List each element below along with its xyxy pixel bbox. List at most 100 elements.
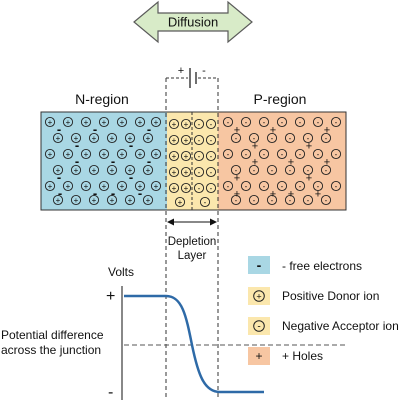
donor-ion: + [124, 164, 136, 176]
depletion-width-arrow [167, 218, 217, 226]
acceptor-ion-circle [294, 180, 306, 192]
donor-ion: + [134, 180, 146, 192]
acceptor-ion-symbol: - [335, 118, 338, 127]
free-electron: - [57, 170, 61, 185]
donor-ion-circle [124, 132, 136, 144]
depletion-p-side [192, 112, 218, 210]
p-region-label: P-region [254, 91, 307, 107]
acceptor-ion: - [248, 164, 260, 176]
legend-symbol-electron: - [257, 257, 262, 273]
depletion-donor-ion-circle [168, 150, 180, 162]
graph-volts-label: Volts [108, 265, 134, 279]
donor-ion-circle [116, 180, 128, 192]
acceptor-ion: - [284, 164, 296, 176]
free-electron: - [75, 138, 79, 153]
donor-ion-symbol: + [56, 196, 61, 205]
donor-ion: + [98, 180, 110, 192]
donor-ion: + [134, 116, 146, 128]
donor-ion-circle [44, 116, 56, 128]
depletion-arrowhead-right [210, 218, 217, 226]
depletion-acceptor-ion-circle [205, 150, 217, 162]
potential-label-line2: across the junction [1, 343, 101, 357]
donor-ion-circle [70, 164, 82, 176]
donor-ion-symbol: + [74, 166, 79, 175]
donor-ion-circle [70, 194, 82, 206]
donor-ion-circle [80, 180, 92, 192]
donor-ion-symbol: + [102, 150, 107, 159]
donor-ion-symbol: + [128, 166, 133, 175]
acceptor-ion-symbol: - [263, 118, 266, 127]
acceptor-ion-circle [248, 132, 260, 144]
acceptor-ion: - [330, 116, 342, 128]
donor-ion: + [134, 148, 146, 160]
donor-ion-symbol: + [66, 118, 71, 127]
depletion-donor-ion-circle [180, 182, 192, 194]
donor-ion-circle [106, 194, 118, 206]
depletion-acceptor-ion-circle [199, 196, 211, 208]
depletion-label-line2: Layer [178, 250, 207, 262]
acceptor-ion-symbol: - [317, 118, 320, 127]
free-electron: - [57, 122, 61, 137]
acceptor-ion: - [248, 194, 260, 206]
donor-ion-symbol: + [92, 196, 97, 205]
donor-ion-circle [134, 148, 146, 160]
donor-ion-symbol: + [92, 134, 97, 143]
diffusion-arrow-shape [133, 0, 253, 44]
acceptor-ion: - [294, 116, 306, 128]
legend-donor-ion: + Positive Donor ion [248, 287, 379, 305]
donor-ion-circle [80, 148, 92, 160]
donor-ion-circle [150, 148, 162, 160]
free-electron: - [111, 154, 115, 169]
donor-ion-circle [88, 132, 100, 144]
acceptor-ion: - [320, 194, 332, 206]
hole: + [315, 189, 321, 201]
hole: + [324, 125, 330, 137]
n-region [41, 112, 167, 210]
acceptor-ion-circle [222, 148, 234, 160]
donor-ion-symbol: + [66, 182, 71, 191]
donor-ion: + [62, 148, 74, 160]
donor-ion: + [70, 164, 82, 176]
depletion-acceptor-ion: - [205, 118, 217, 130]
donor-ion: + [116, 180, 128, 192]
acceptor-ion-symbol: - [271, 196, 274, 205]
legend-symbol-hole: + [255, 349, 262, 363]
acceptor-ion-symbol: - [227, 150, 230, 159]
acceptor-ion-circle [248, 164, 260, 176]
acceptor-ion-symbol: - [299, 182, 302, 191]
donor-ion-circle [134, 180, 146, 192]
acceptor-ion-circle [230, 132, 242, 144]
donor-ion-circle [142, 132, 154, 144]
depletion-acceptor-ion-symbol: - [198, 136, 201, 145]
depletion-donor-ion: + [180, 150, 192, 162]
donor-ion: + [142, 194, 154, 206]
donor-ion-symbol: + [146, 134, 151, 143]
acceptor-ion-circle [230, 164, 242, 176]
acceptor-ion-symbol: - [235, 166, 238, 175]
depletion-acceptor-ion-symbol: - [210, 168, 213, 177]
donor-ion: + [52, 132, 64, 144]
acceptor-ion-symbol: - [227, 182, 230, 191]
acceptor-ion-circle [222, 116, 234, 128]
acceptor-ion-circle [302, 132, 314, 144]
donor-ion-symbol: + [102, 118, 107, 127]
acceptor-ion-symbol: - [335, 150, 338, 159]
free-electron: - [58, 186, 62, 201]
donor-ion: + [150, 180, 162, 192]
depletion-acceptor-ion-symbol: - [198, 120, 201, 129]
donor-ion: + [62, 180, 74, 192]
depletion-donor-ion: + [168, 166, 180, 178]
hole: + [234, 125, 240, 137]
donor-ion-symbol: + [92, 166, 97, 175]
acceptor-ion-symbol: - [271, 134, 274, 143]
donor-ion-symbol: + [56, 134, 61, 143]
legend-swatch-hole [248, 347, 270, 365]
depletion-donor-ion-symbol: + [184, 184, 189, 193]
hole: + [252, 157, 258, 169]
donor-ion: + [116, 148, 128, 160]
donor-ion-symbol: + [48, 182, 53, 191]
donor-ion-symbol: + [74, 196, 79, 205]
p-region [218, 112, 346, 210]
acceptor-ion-circle [276, 116, 288, 128]
